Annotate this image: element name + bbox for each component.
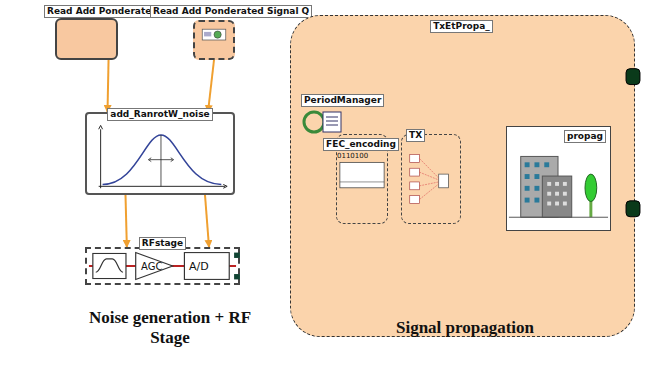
- signal-connector: [126, 195, 127, 247]
- block-label: add_RanrotW_noise: [107, 108, 212, 121]
- agc-label: AGC: [141, 261, 162, 272]
- signal-connector: [205, 195, 209, 247]
- tx-subblocks: [402, 135, 460, 223]
- rf-chain-symbols: [87, 249, 238, 283]
- bit-label: 0110100: [337, 152, 368, 160]
- tx-block: TX: [401, 134, 461, 224]
- block-label: TxEtPropa_: [430, 20, 493, 33]
- block-label: PeriodManager: [301, 94, 384, 107]
- gaussian-plot: [87, 114, 233, 193]
- figure-caption: Signal propagation: [380, 318, 550, 338]
- signal-connector: [208, 60, 214, 112]
- system-panel: TxEtPropa_ PeriodManager FEC_encoding TX: [290, 15, 635, 337]
- rf-stage-block: RFstage: [85, 247, 240, 285]
- block-label: RFstage: [139, 237, 186, 250]
- block-label: propag: [564, 130, 606, 143]
- block-label: TX: [406, 129, 425, 142]
- encoder-block: FEC_encoding: [336, 134, 388, 224]
- manager-icon: PeriodManager: [301, 106, 346, 136]
- source-block: Read Add Ponderated Signal Q: [193, 20, 235, 60]
- block-label: FEC_encoding: [323, 138, 399, 151]
- period-manager-icon: [301, 106, 346, 136]
- noise-block: add_RanrotW_noise: [85, 112, 235, 195]
- figure-caption: Noise generation + RF Stage: [80, 308, 260, 348]
- block-label: Read Add Ponderated Signal Q: [150, 5, 312, 18]
- signal-connector: [108, 60, 109, 112]
- ad-label: A/D: [189, 260, 209, 273]
- propagation-block: propag: [506, 126, 611, 231]
- block-icon: [195, 22, 233, 58]
- source-block: Read Add Ponderated Signal: [55, 18, 118, 60]
